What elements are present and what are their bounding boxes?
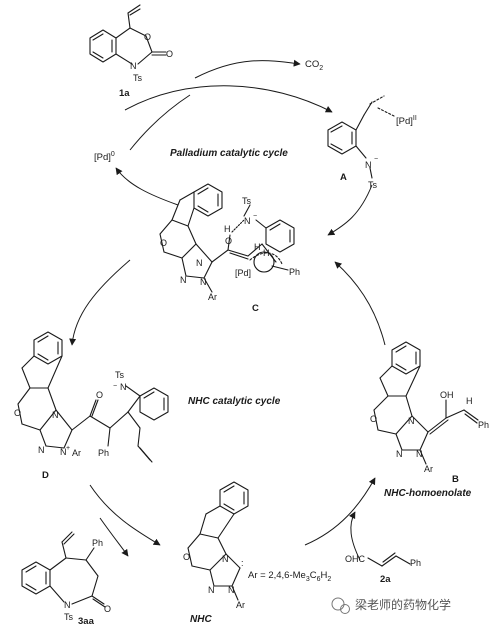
compound-C-label: C — [252, 303, 259, 314]
arrow-B-to-C — [334, 261, 386, 346]
ts-group: Ts — [133, 73, 143, 83]
ts-group: Ts — [64, 612, 74, 622]
ar-group: Ar — [72, 448, 81, 458]
carbonyl-o-atom: O — [104, 604, 111, 614]
plus-charge: + — [66, 445, 70, 452]
compound-1a: O O N Ts 1a — [89, 4, 173, 99]
minus-charge: − — [374, 156, 378, 163]
n-atom: N — [396, 449, 403, 459]
carbene-dots: : — [241, 558, 244, 568]
compound-3aa: Ph N Ts O 3aa — [21, 531, 111, 627]
n-atom: N — [416, 449, 423, 459]
minus-charge: − — [113, 383, 117, 390]
arrow-co2-release — [194, 59, 301, 79]
oh-group: OH — [440, 390, 454, 400]
ohc-group: OHC — [345, 554, 366, 564]
arrow-NHC-to-B — [304, 477, 376, 546]
arrow-A-to-C — [327, 184, 373, 236]
ar-group: Ar — [208, 292, 217, 302]
carbonyl-o-atom: O — [166, 49, 173, 59]
compound-D: O N − Ts O N N N + Ar Ph D — [14, 331, 169, 481]
arrow-C-to-D — [69, 259, 131, 346]
minus-charge: − — [253, 213, 257, 220]
homoenolate-label: NHC-homoenolate — [384, 488, 472, 499]
ring-o-atom: O — [183, 552, 190, 562]
ring-o-atom: O — [160, 238, 167, 248]
nhc-label: NHC — [190, 614, 212, 625]
palladium-cycle-arrows — [115, 59, 373, 236]
ring-o-atom: O — [370, 414, 377, 424]
arrow-add-2a — [348, 511, 361, 561]
arrow-1a-to-A — [124, 85, 333, 113]
ts-group: Ts — [242, 196, 252, 206]
compound-A-label: A — [340, 172, 347, 183]
ar-definition: Ar = 2,4,6-Me3C6H2 — [248, 570, 331, 583]
arrow-release-3aa — [99, 517, 129, 557]
ph-group: Ph — [289, 267, 300, 277]
arrow-pd0-to-1a — [129, 94, 191, 151]
ph-group: Ph — [98, 448, 109, 458]
n-atom: N — [208, 585, 215, 595]
h-atom: H — [224, 224, 231, 234]
wechat-icon-bubble — [340, 604, 350, 614]
ph-group: Ph — [92, 538, 103, 548]
n-atom: N — [60, 447, 67, 457]
pd-ii-label: [Pd]II — [396, 115, 417, 127]
compound-2a-label: 2a — [380, 574, 391, 585]
n-atom: N — [130, 61, 137, 71]
ar-group: Ar — [236, 600, 245, 610]
ts-group: Ts — [368, 180, 378, 190]
co2-label: CO2 — [305, 59, 323, 72]
compound-2a: OHC Ph 2a — [345, 552, 421, 585]
nhc-cycle-label: NHC catalytic cycle — [188, 396, 281, 407]
pd-label: [Pd] — [235, 268, 251, 278]
ar-group: Ar — [424, 464, 433, 474]
ring-o-atom: O — [14, 408, 21, 418]
watermark: 梁老师的药物化学 — [331, 597, 451, 614]
ph-group: Ph — [478, 420, 489, 430]
compound-B: OH H Ph O N N N Ar B NHC-homoenolate — [370, 341, 489, 499]
compound-NHC: O N N N : Ar NHC Ar = 2,4,6-Me3C6H2 — [183, 481, 331, 625]
carbonyl-o-atom: O — [96, 390, 103, 400]
h-atom: H — [254, 242, 261, 252]
compound-B-label: B — [452, 474, 459, 485]
n-atom: N — [38, 445, 45, 455]
n-atom: N — [244, 216, 251, 226]
ph-group: Ph — [410, 558, 421, 568]
nhc-cycle-arrows — [69, 259, 386, 561]
watermark-text: 梁老师的药物化学 — [355, 597, 451, 612]
n-atom: N — [64, 600, 71, 610]
ring-o-atom: O — [144, 32, 151, 42]
n-atom: N — [408, 416, 415, 426]
palladium-cycle-label: Palladium catalytic cycle — [170, 148, 288, 159]
wechat-icon — [331, 597, 345, 611]
pd0-label: [Pd]0 — [94, 151, 115, 163]
ts-group: Ts — [115, 370, 125, 380]
n-atom: N — [196, 258, 203, 268]
n-atom: N — [52, 410, 59, 420]
o-atom: O — [225, 236, 232, 246]
compound-1a-label: 1a — [119, 88, 130, 99]
n-atom: N — [222, 554, 229, 564]
h-atom: H — [263, 248, 270, 258]
compound-C: N − Ts H O O N N N Ar H H [Pd] Ph C — [159, 183, 300, 314]
n-atom: N — [180, 275, 187, 285]
h-atom: H — [466, 396, 473, 406]
n-atom: N — [120, 382, 127, 392]
arrow-D-to-NHC — [89, 484, 161, 546]
n-atom: N — [228, 585, 235, 595]
n-atom: N — [200, 277, 207, 287]
arrow-C-to-pd0 — [115, 167, 179, 206]
compound-A: [Pd]II N − Ts A — [327, 95, 417, 190]
compound-3aa-label: 3aa — [78, 616, 95, 627]
n-atom: N — [365, 160, 372, 170]
compound-D-label: D — [42, 470, 49, 481]
